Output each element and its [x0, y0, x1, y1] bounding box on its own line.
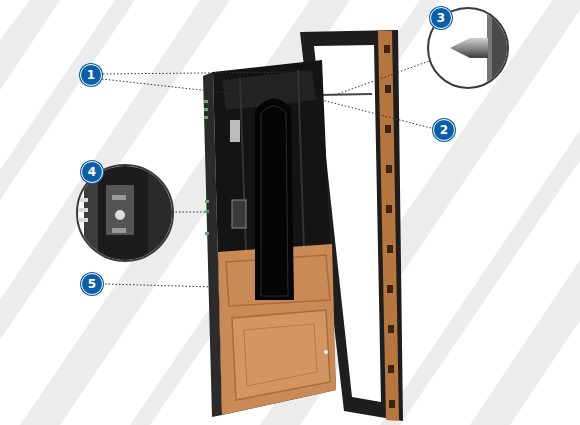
- callout-text: 3: [437, 12, 445, 24]
- callout-text: 2: [440, 124, 448, 136]
- callout-number: 2: [433, 119, 455, 141]
- callout-number: 3: [430, 7, 452, 29]
- callout-text: 1: [87, 69, 95, 81]
- hinge-pin-inset: [428, 0, 520, 100]
- callout-text: 4: [88, 166, 96, 178]
- callout-text: 5: [88, 278, 96, 290]
- callout-number: 4: [81, 161, 103, 183]
- callout-number: 5: [81, 273, 103, 295]
- lock-inset: [77, 160, 178, 270]
- callout-number: 1: [80, 64, 102, 86]
- door-leaf: [203, 60, 336, 417]
